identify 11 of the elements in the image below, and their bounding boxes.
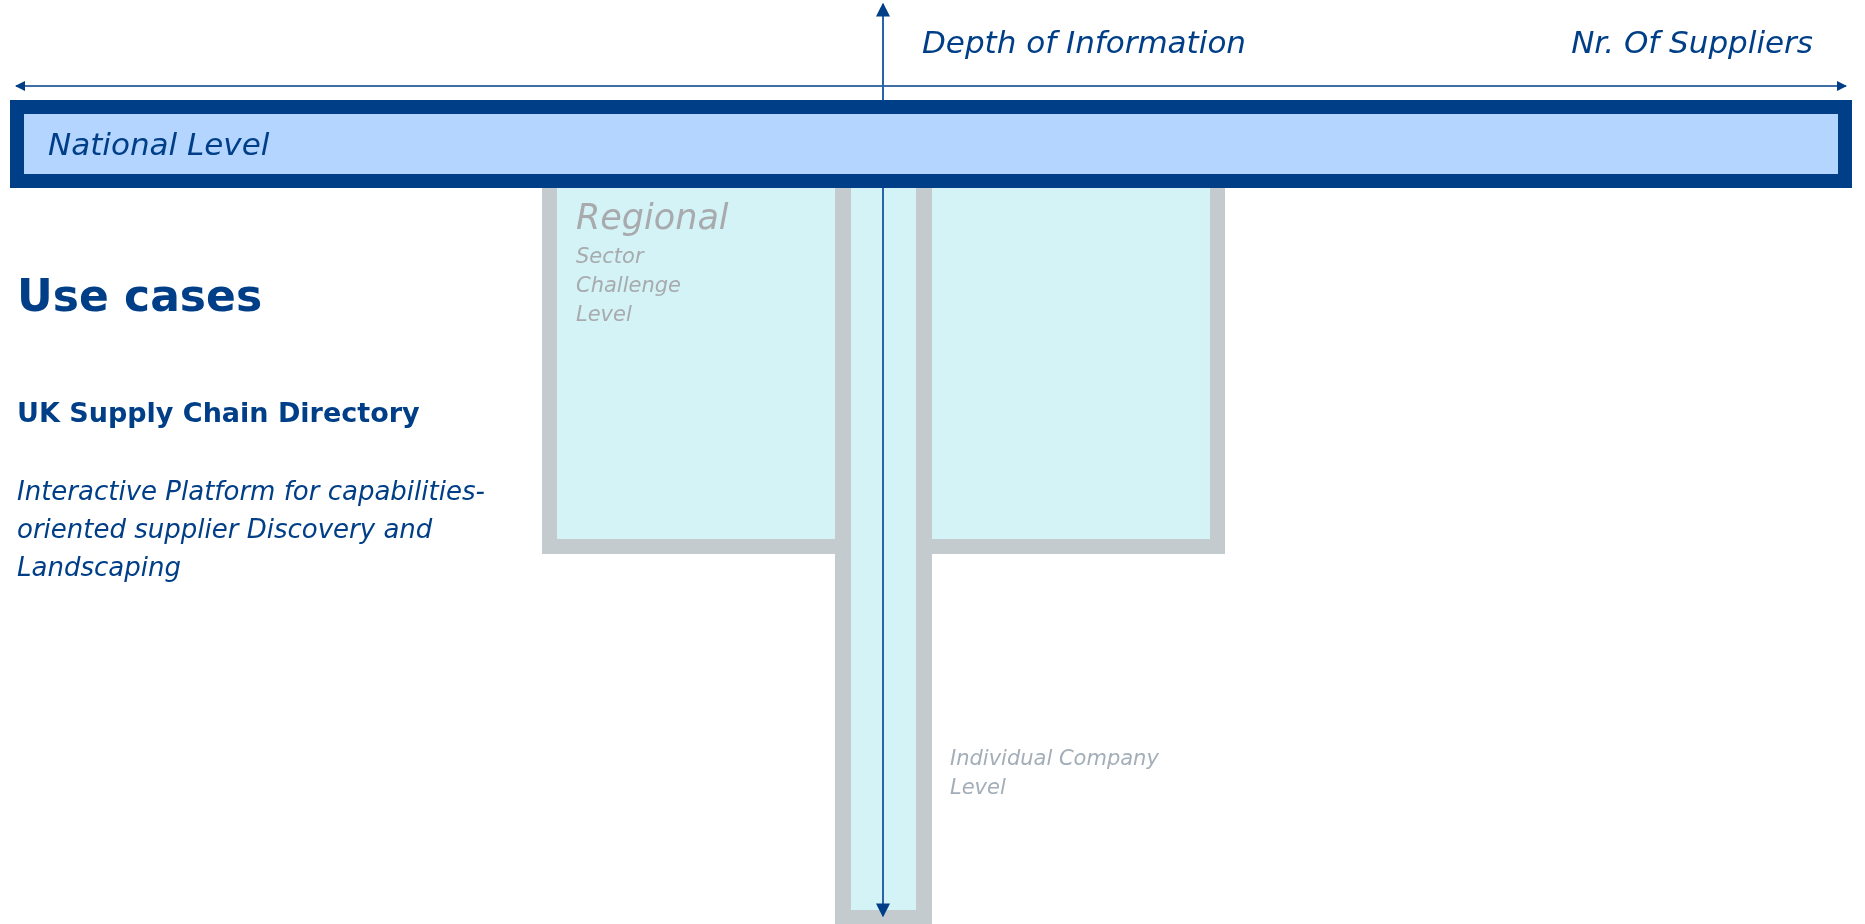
level-sublabel: Sector Challenge Level: [576, 243, 682, 328]
level-label: Regional: [576, 197, 729, 237]
heading: Use cases: [17, 270, 263, 321]
level-band: [10, 100, 1852, 188]
level-label: Individual Company Level: [950, 745, 1160, 801]
description: Interactive Platform for capabilities-oriented supplier Discovery and Landscaping: [17, 475, 486, 584]
column-bar: [835, 188, 932, 924]
level-label: National Level: [48, 126, 270, 162]
axis-label: Nr. Of Suppliers: [1571, 24, 1813, 60]
axis-label: Depth of Information: [922, 24, 1246, 60]
subheading: UK Supply Chain Directory: [17, 397, 420, 428]
